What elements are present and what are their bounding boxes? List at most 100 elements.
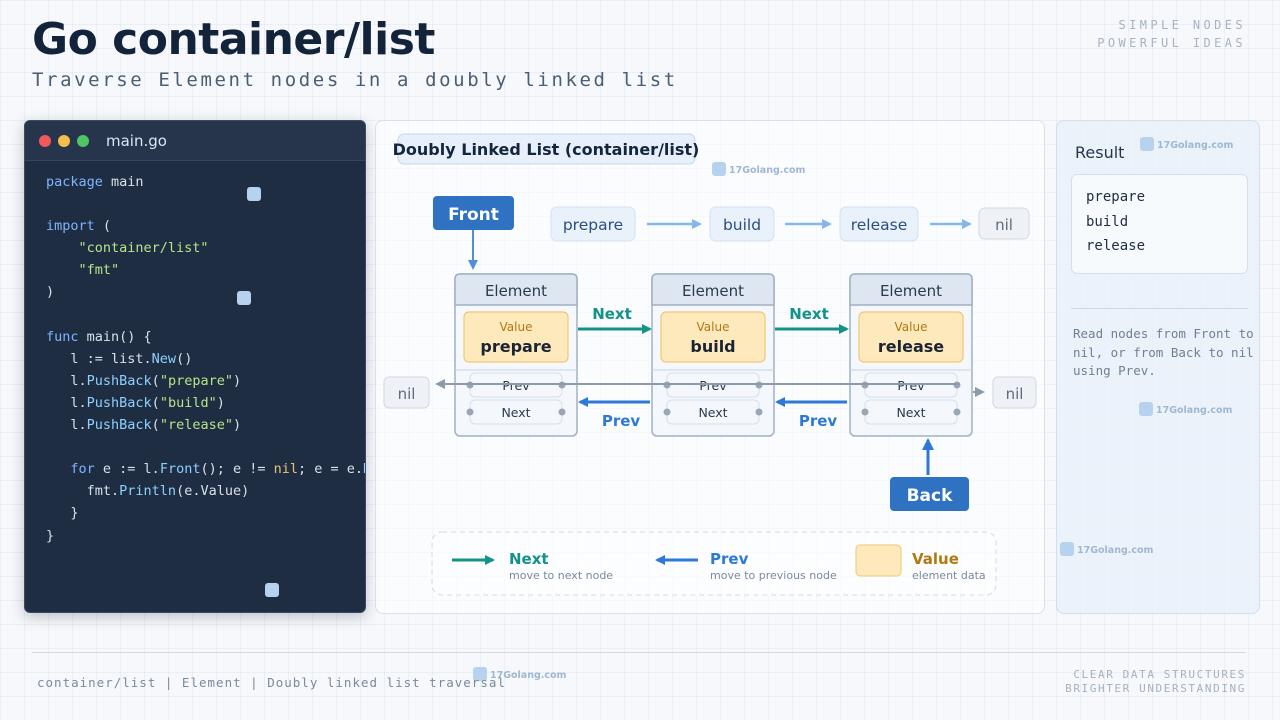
watermark-logo-icon: 17Golang.com (1139, 402, 1232, 416)
code-line (46, 304, 365, 326)
close-window-dot-icon[interactable] (39, 135, 51, 147)
code-line: "container/list" (46, 237, 365, 259)
pointer-dot (953, 408, 961, 416)
legend-value-desc: element data (912, 569, 986, 582)
code-token: Front (159, 461, 201, 478)
element-value: prepare (480, 337, 551, 356)
code-line: package main (46, 171, 365, 193)
sequence-label: release (851, 216, 908, 234)
sequence-label: prepare (563, 216, 623, 234)
element-value-label: Value (500, 320, 533, 334)
code-token: ) (46, 284, 55, 301)
watermark-logo-icon: 17Golang.com (1140, 137, 1233, 151)
code-token: ) (232, 417, 242, 434)
pointer-dot (861, 408, 869, 416)
code-token: } (46, 505, 79, 522)
code-token: (); e != (200, 461, 274, 478)
code-token: ; e = e. (298, 461, 364, 478)
sequence-label: build (723, 216, 761, 234)
result-line: prepare (1086, 189, 1146, 205)
code-token: l. (46, 372, 87, 389)
code-token (46, 240, 79, 256)
code-token: fmt. (46, 483, 120, 500)
pointer-dot (466, 408, 474, 416)
nil-node (992, 376, 1037, 409)
next-field-label: Next (698, 405, 727, 420)
legend-next-desc: move to next node (509, 569, 613, 582)
code-editor-panel: main.go package main import ( "container/… (24, 120, 366, 613)
code-body[interactable]: package main import ( "container/list" "f… (46, 171, 365, 547)
result-note: Read nodes from Front to nil, or from Ba… (1073, 326, 1254, 378)
code-token: "build" (159, 394, 217, 411)
sequence-node (839, 206, 919, 242)
sequence-node (709, 206, 775, 242)
next-field-label: Next (501, 405, 530, 420)
code-line: func main() { (46, 326, 365, 348)
prev-link-label: Prev (602, 412, 641, 430)
element-header: Element (682, 282, 744, 300)
front-pointer-box (433, 196, 514, 230)
code-line: import ( (46, 215, 365, 237)
result-line: build (1086, 213, 1129, 230)
code-token: ( (151, 417, 160, 434)
code-line: l.PushBack("release") (46, 414, 365, 436)
tagline-line-1: SIMPLE NODES (1118, 18, 1246, 32)
watermark-logo-icon (247, 187, 264, 201)
code-token (46, 262, 79, 278)
code-token: "release" (159, 417, 233, 434)
next-link-label: Next (789, 305, 829, 323)
diagram-title: Doubly Linked List (container/list) (393, 140, 700, 159)
page-title: Go container/list (32, 14, 435, 65)
code-line: "fmt" (46, 259, 365, 281)
code-line (46, 193, 365, 215)
code-line (46, 436, 365, 458)
code-line: l.PushBack("build") (46, 392, 365, 414)
pointer-dot (663, 408, 671, 416)
code-token: "fmt" (78, 262, 120, 279)
code-token: PushBack (86, 372, 152, 389)
linked-list-diagram: Doubly Linked List (container/list) prepa… (383, 133, 1037, 596)
prev-field-label: Prev (699, 378, 727, 393)
legend-next-label: Next (509, 550, 549, 568)
code-token: func (46, 328, 79, 345)
code-token: New (151, 350, 177, 367)
element-value: build (690, 337, 735, 356)
maximize-window-dot-icon[interactable] (77, 135, 89, 147)
code-line: l := list.New() (46, 348, 365, 370)
legend-box (431, 531, 997, 596)
footer-tagline-line: BRIGHTER UNDERSTANDING (1065, 682, 1246, 695)
element-value: release (878, 337, 944, 356)
code-token: () (176, 350, 193, 367)
back-label: Back (907, 486, 954, 506)
footer-tagline: CLEAR DATA STRUCTURES BRIGHTER UNDERSTAN… (1065, 668, 1246, 696)
code-token: l := list. (46, 350, 152, 367)
watermark-logo-icon: 17Golang.com (473, 667, 566, 681)
code-token: package (46, 174, 103, 190)
element-header: Element (485, 282, 547, 300)
code-token: ( (94, 218, 112, 235)
footer-tagline-line: CLEAR DATA STRUCTURES (1073, 668, 1246, 681)
code-token: "prepare" (159, 372, 233, 389)
code-token: } (46, 527, 55, 544)
editor-filename: main.go (106, 132, 167, 150)
code-token: main() { (78, 328, 152, 345)
result-output[interactable]: prepare build release (1071, 174, 1248, 274)
legend-value-swatch (855, 544, 902, 577)
code-token: PushBack (86, 394, 152, 411)
element-header: Element (880, 282, 942, 300)
element-header-bg (849, 273, 973, 306)
minimize-window-dot-icon[interactable] (58, 135, 70, 147)
element-value-label: Value (895, 320, 928, 334)
code-token: (e.Value) (176, 483, 250, 500)
code-line: fmt.Println(e.Value) (46, 480, 365, 502)
nil-label: nil (995, 216, 1013, 234)
sequence-node (550, 206, 636, 242)
nil-label: nil (398, 385, 416, 403)
code-token: ) (232, 372, 242, 389)
legend-prev-desc: move to previous node (710, 569, 837, 582)
code-line: } (46, 525, 365, 547)
nil-node (978, 207, 1030, 240)
element-value-box (463, 311, 569, 363)
editor-title-bar: main.go (25, 121, 365, 161)
pointer-dot (755, 408, 763, 416)
